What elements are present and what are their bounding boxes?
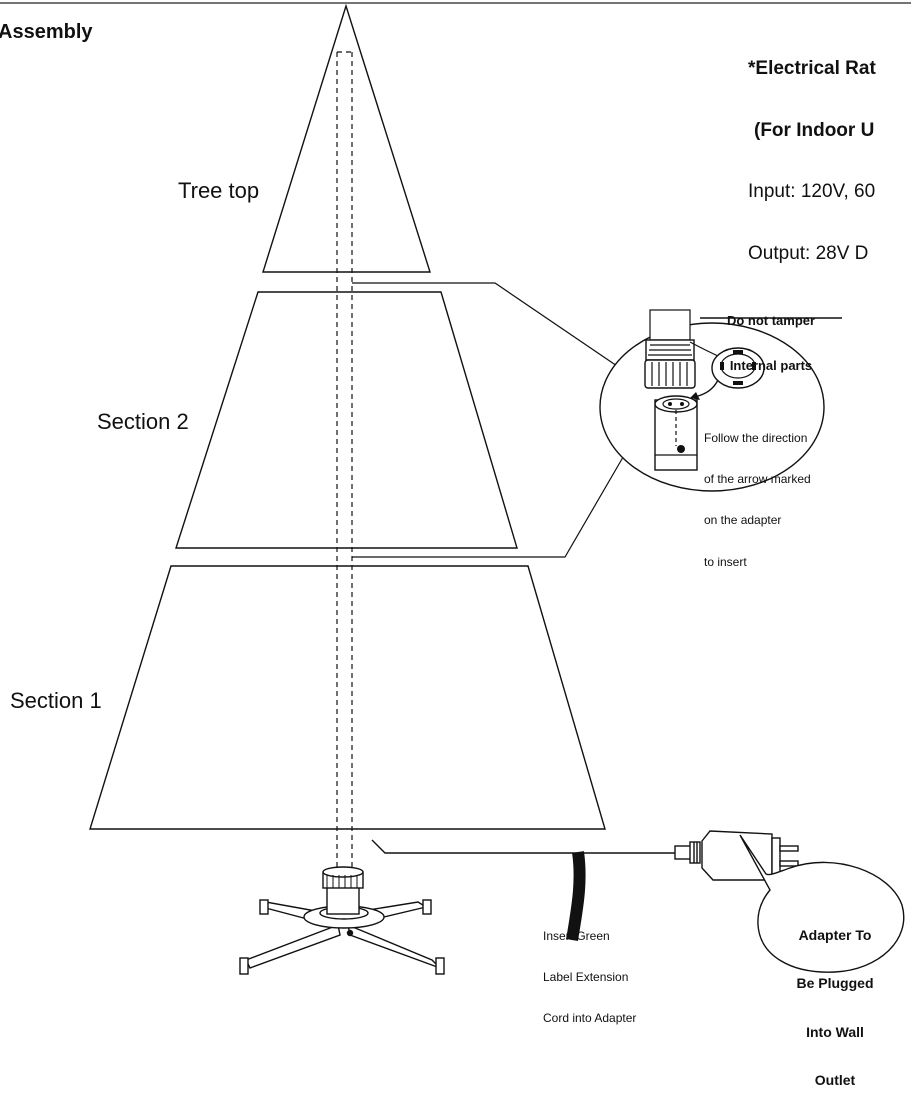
cord-note: Insert Green Label Extension Cord into A… — [543, 902, 636, 1054]
rating-title-line-1: *Electrical Rat — [748, 58, 876, 80]
instruction-line-3: on the adapter — [704, 513, 782, 528]
section-2-shape — [175, 291, 518, 549]
power-cord — [371, 839, 675, 854]
warning-label: Do not tamper Internal parts — [712, 284, 830, 404]
tree-top-shape — [262, 3, 431, 273]
center-pole — [336, 51, 353, 880]
label-section-1: Section 1 — [10, 688, 102, 713]
instruction-line-1: Follow the direction — [704, 430, 808, 445]
instruction-line-4: to insert — [704, 554, 747, 569]
warning-line-2: Internal parts — [729, 357, 813, 373]
adapter-instruction: Follow the direction of the arrow marked… — [704, 404, 811, 597]
callout-detail — [599, 309, 825, 492]
assembly-diagram: Assembly *Electrical Rat (For Indoor U I… — [0, 2, 911, 1088]
adapter-plug — [674, 830, 799, 881]
cord-note-line-2: Label Extension — [543, 969, 629, 984]
warning-line-1: Do not tamper — [726, 312, 816, 328]
adapter-bubble-shape — [739, 834, 905, 973]
instruction-line-2: of the arrow marked — [704, 471, 811, 486]
rating-input: Input: 120V, 60 — [748, 181, 876, 203]
diagram-drawing — [0, 2, 911, 975]
rating-title-line-2: (For Indoor U — [754, 119, 875, 141]
section-1-shape — [89, 565, 606, 830]
extension-cord — [566, 851, 586, 942]
tree-stand — [239, 866, 445, 975]
callout-connectors — [352, 282, 634, 558]
label-section-2: Section 2 — [97, 409, 189, 434]
bubble-line-2: Be Plugged — [796, 975, 874, 992]
page-title: Assembly — [0, 21, 93, 43]
cord-note-line-3: Cord into Adapter — [543, 1011, 637, 1026]
rating-output: Output: 28V D — [748, 242, 869, 264]
electrical-rating: *Electrical Rat (For Indoor U Input: 120… — [748, 18, 876, 305]
bubble-line-4: Outlet — [814, 1072, 856, 1089]
bubble-line-1: Adapter To — [798, 927, 872, 944]
bubble-line-3: Into Wall — [806, 1023, 864, 1040]
adapter-bubble-text: Adapter To Be Plugged Into Wall Outlet — [773, 895, 897, 1120]
label-tree-top: Tree top — [178, 178, 260, 203]
cord-note-line-1: Insert Green — [543, 928, 610, 943]
